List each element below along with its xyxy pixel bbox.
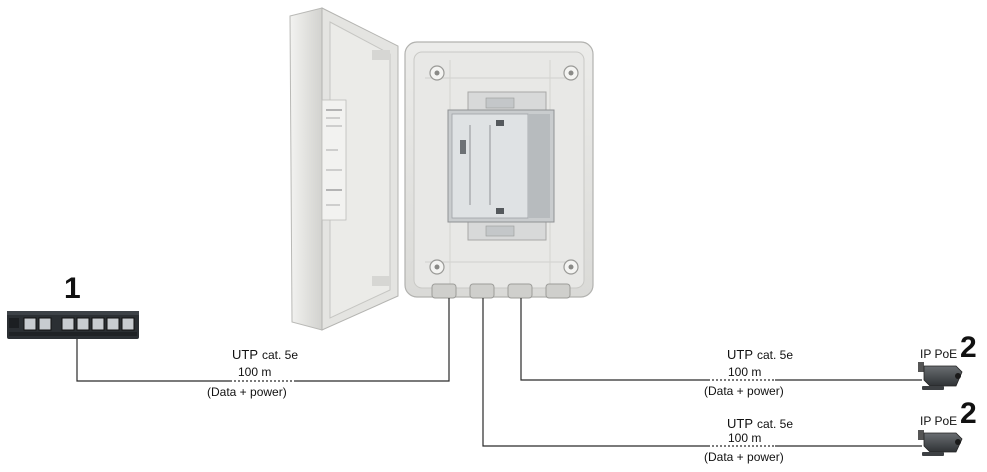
link-1-labels: UTP cat. 5e 100 m (Data + power): [207, 347, 298, 399]
switch-ports: [23, 317, 135, 331]
link-1-cat: cat. 5e: [262, 348, 298, 362]
cable-enclosure-to-camera-2: [482, 298, 922, 447]
camera-1-number: 2: [960, 331, 977, 364]
cable-switch-to-enclosure: [76, 298, 450, 382]
cable-enclosure-to-camera-1: [520, 298, 922, 381]
link-3-utp: UTP: [727, 416, 753, 431]
cable-glands: [431, 283, 571, 299]
link-3-length: 100 m: [728, 431, 761, 445]
poe-switch-icon: [7, 311, 139, 339]
mounting-holes: [429, 65, 579, 275]
lid-product-sticker: [321, 99, 347, 221]
enclosure-lid: [289, 7, 399, 331]
camera-2-number: 2: [960, 397, 977, 430]
link-2-note: (Data + power): [704, 384, 784, 398]
camera-2-name: IP PoE: [920, 414, 957, 428]
ip-camera-icon: [918, 362, 963, 390]
link-1-note: (Data + power): [207, 385, 287, 399]
ip-camera-icon: [918, 430, 963, 456]
link-2-length: 100 m: [728, 365, 761, 379]
link-1-utp: UTP: [232, 347, 258, 362]
switch-number-label: 1: [64, 272, 81, 305]
link-3-cat: cat. 5e: [757, 417, 793, 431]
link-2-labels: UTP cat. 5e 100 m (Data + power): [704, 347, 793, 398]
link-3-labels: UTP cat. 5e 100 m (Data + power): [704, 416, 793, 464]
camera-1-name: IP PoE: [920, 347, 957, 361]
link-2-utp: UTP: [727, 347, 753, 362]
camera-1: IP PoE 2: [918, 331, 977, 390]
link-2-cat: cat. 5e: [757, 348, 793, 362]
poe-extender-module-icon: [447, 91, 555, 241]
link-3-note: (Data + power): [704, 450, 784, 464]
cables: [76, 298, 922, 447]
camera-2: IP PoE 2: [918, 397, 977, 456]
link-1-length: 100 m: [238, 365, 271, 379]
